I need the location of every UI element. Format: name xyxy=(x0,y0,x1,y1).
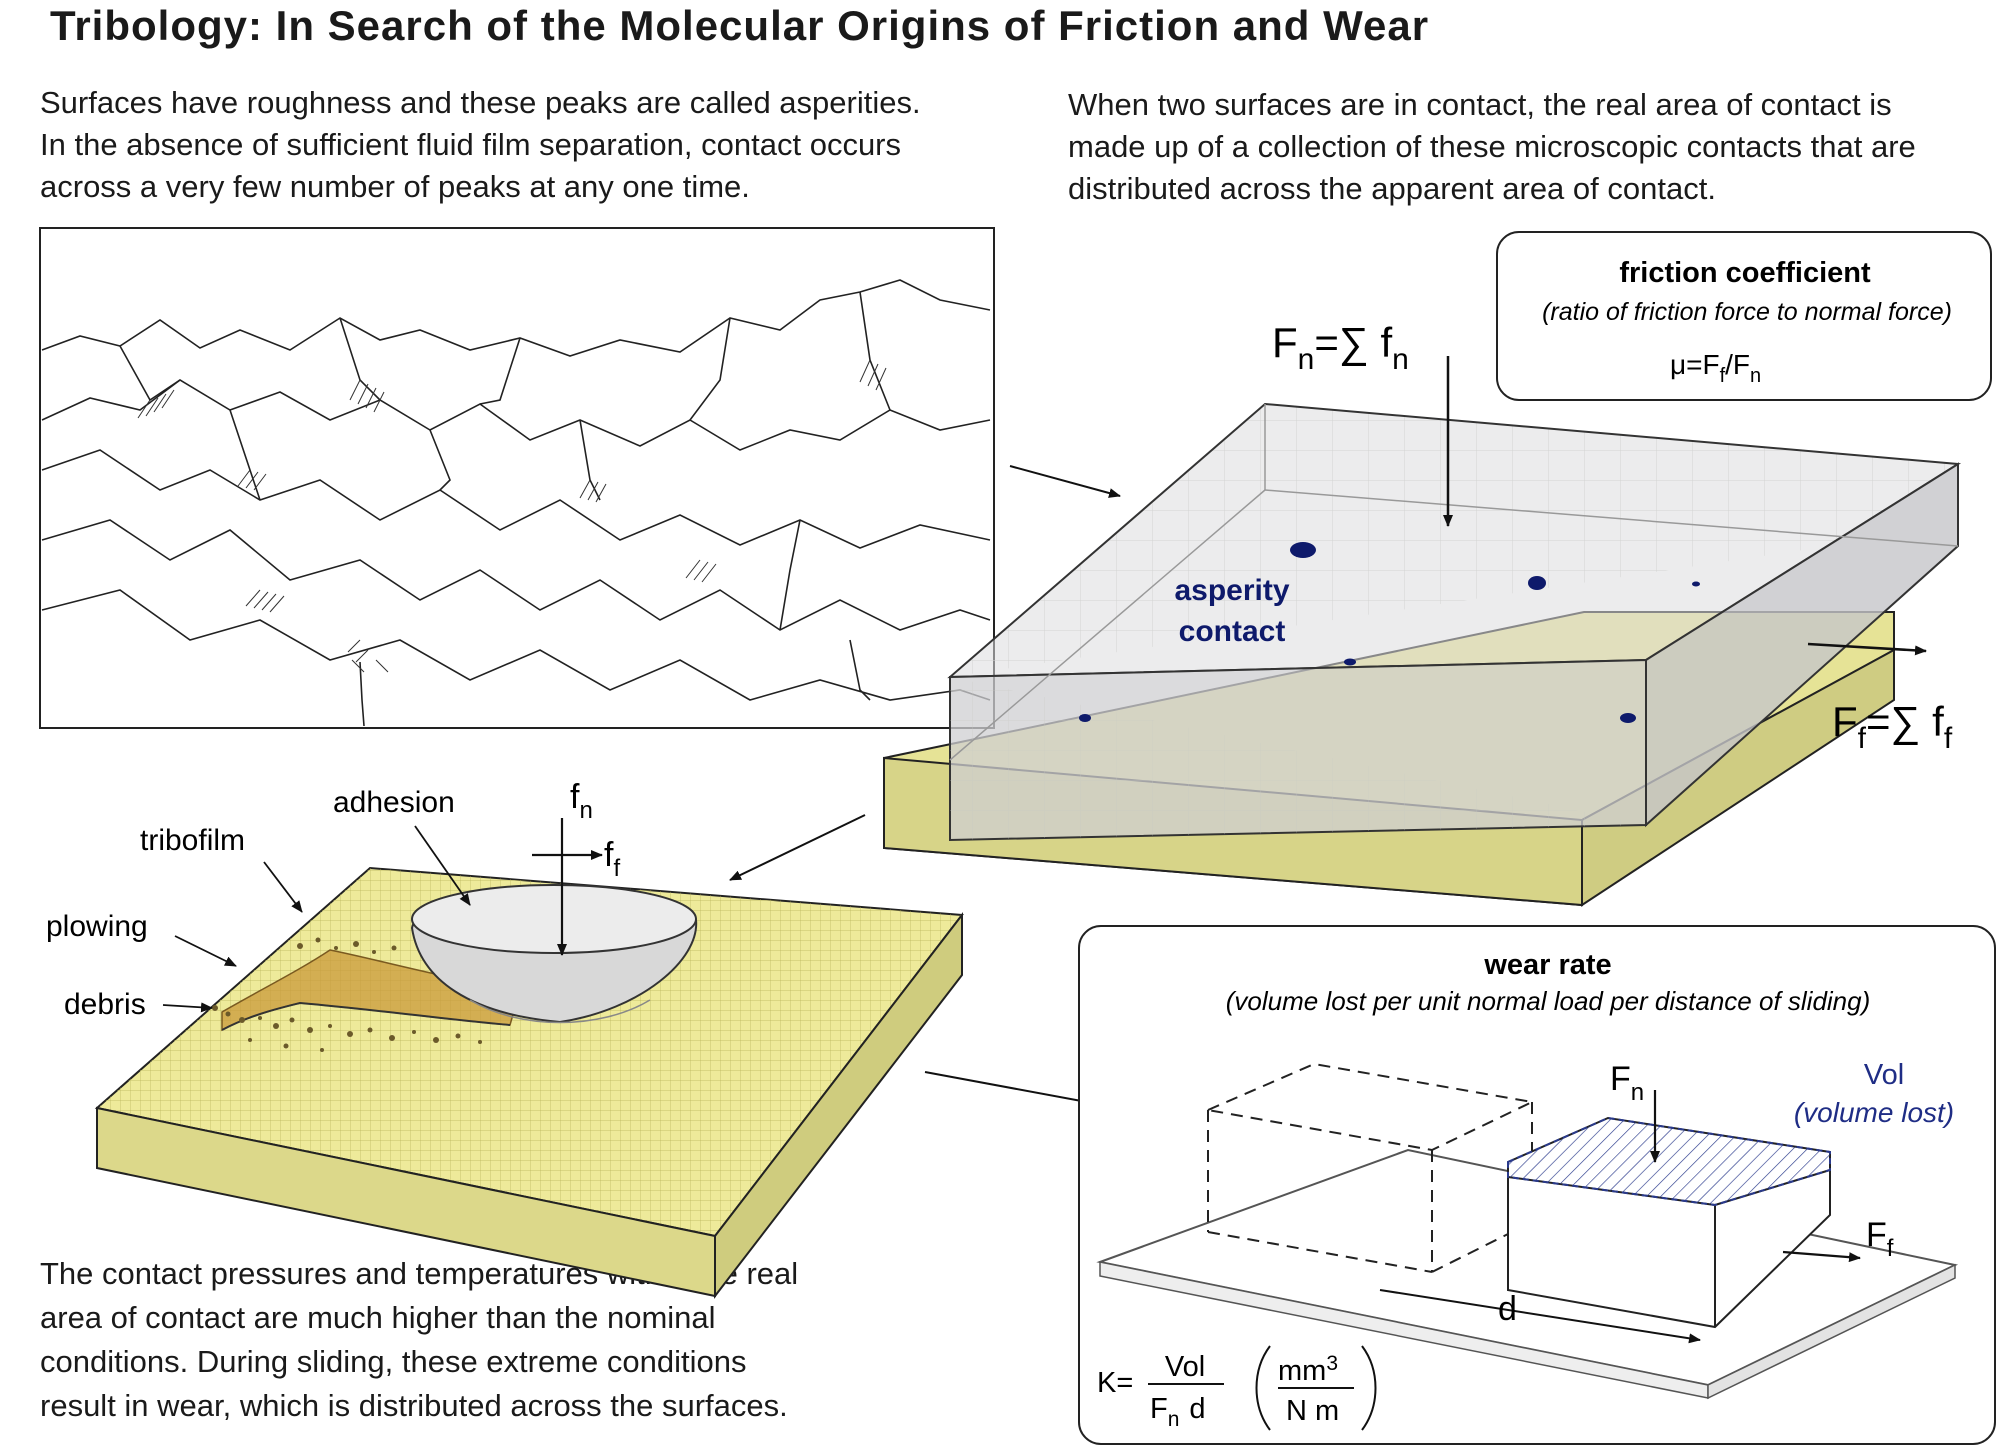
intro-right-line: When two surfaces are in contact, the re… xyxy=(1068,87,1892,122)
contact-spot xyxy=(1528,576,1546,590)
roughness-sketch-panel xyxy=(39,227,995,729)
arrow-block-to-contact xyxy=(729,814,866,881)
contact-spot xyxy=(1079,714,1091,722)
slab-side xyxy=(714,912,963,1299)
adhesion-label: adhesion xyxy=(333,786,455,819)
arrow-sketch-to-block xyxy=(1009,465,1121,498)
bottom-left-line: area of contact are much higher than the… xyxy=(40,1300,716,1335)
contact-spot xyxy=(1692,581,1700,587)
sliding-distance-arrow xyxy=(1379,1289,1701,1344)
asperity-contact-spots xyxy=(1079,542,1700,723)
adhesion-leader xyxy=(414,825,471,906)
lower-plate-side xyxy=(1581,648,1895,907)
local-friction-force-label: ff xyxy=(604,836,620,882)
volume-lost-note: (volume lost) xyxy=(1794,1097,1954,1128)
friction-force-arrow xyxy=(1807,642,1927,656)
intro-left-line: Surfaces have roughness and these peaks … xyxy=(40,85,921,120)
contact-spot xyxy=(1344,658,1356,666)
hidden-edge xyxy=(949,489,1266,761)
contact-spot xyxy=(1620,713,1636,723)
debris-leader xyxy=(162,1002,213,1013)
intro-right-line: made up of a collection of these microsc… xyxy=(1068,129,1916,164)
hidden-edge xyxy=(1264,489,1959,547)
friction-force-label: Ff=∑ ff xyxy=(1832,698,1953,755)
wear-base-side xyxy=(1707,1263,1956,1400)
friction-coefficient-box: friction coefficient (ratio of friction … xyxy=(1496,231,1992,401)
wear-box-subtitle: (volume lost per unit normal load per di… xyxy=(1226,986,1871,1016)
asperity-dome-shade xyxy=(469,999,651,1024)
intro-right-line: distributed across the apparent area of … xyxy=(1068,171,1716,206)
plowing-ridge xyxy=(221,1001,511,1031)
k-numerator: Vol xyxy=(1165,1351,1205,1383)
wear-friction-force-label: Ff xyxy=(1866,1216,1894,1262)
friction-box-frame xyxy=(1496,231,1992,401)
formula-n-sub: n xyxy=(1750,365,1761,387)
terrain-hatching xyxy=(137,359,887,673)
friction-box-subtitle: (ratio of friction force to normal force… xyxy=(1542,298,1952,326)
k-label: K= xyxy=(1097,1367,1133,1399)
debris-label: debris xyxy=(64,988,146,1021)
asperity-label-line2: contact xyxy=(1179,615,1286,648)
asperity-label-line1: asperity xyxy=(1174,574,1289,607)
local-normal-force-label: fn xyxy=(570,778,593,824)
page-title: Tribology: In Search of the Molecular Or… xyxy=(50,2,1430,49)
single-contact-slab: fn ff adhesion tribofilm plowing debris xyxy=(46,778,964,1299)
friction-formula: μ=Ff/Fn xyxy=(1670,349,1761,387)
normal-force-label: Fn=∑ fn xyxy=(1272,319,1409,376)
intro-right-paragraph: When two surfaces are in contact, the re… xyxy=(1068,84,1916,210)
plowing-leader xyxy=(174,935,237,967)
wear-normal-force-label: Fn xyxy=(1610,1060,1644,1106)
asperity-dome-top xyxy=(411,884,697,954)
formula-f-sub: f xyxy=(1720,365,1726,387)
volume-label: Vol xyxy=(1864,1059,1904,1091)
intro-left-paragraph: Surfaces have roughness and these peaks … xyxy=(40,82,921,208)
formula-slash: /F xyxy=(1725,349,1750,380)
wear-rate-box: wear rate (volume lost per unit normal l… xyxy=(1078,925,1996,1445)
plowing-label: plowing xyxy=(46,910,148,943)
wear-box-title: wear rate xyxy=(1483,949,1611,981)
tribofilm-leader xyxy=(263,861,303,913)
unit-denominator: N m xyxy=(1286,1395,1339,1427)
intro-left-line: In the absence of sufficient fluid film … xyxy=(40,127,902,162)
debris-particles xyxy=(212,937,482,1052)
unit-numerator: mm3 xyxy=(1278,1352,1338,1387)
bottom-left-line: conditions. During sliding, these extrem… xyxy=(40,1344,747,1379)
sliding-distance-label: d xyxy=(1498,1290,1517,1328)
friction-box-title: friction coefficient xyxy=(1619,257,1871,289)
contact-spot xyxy=(1290,542,1316,558)
volume-lost-layer xyxy=(1507,1116,1831,1207)
unit-left-paren xyxy=(1255,1345,1271,1431)
sketch-frame xyxy=(39,227,995,729)
formula-mu: μ=F xyxy=(1670,349,1720,380)
original-block-outline xyxy=(1204,1062,1536,1273)
bottom-left-line: result in wear, which is distributed acr… xyxy=(40,1388,788,1423)
unit-right-paren xyxy=(1361,1345,1377,1431)
tribofilm-label: tribofilm xyxy=(140,824,245,857)
intro-left-line: across a very few number of peaks at any… xyxy=(40,169,750,204)
wear-friction-force-arrow xyxy=(1782,1250,1861,1263)
contact-block-assembly: asperity contact Fn=∑ fn Ff=∑ ff xyxy=(883,319,1962,907)
front-grid xyxy=(950,677,1646,840)
